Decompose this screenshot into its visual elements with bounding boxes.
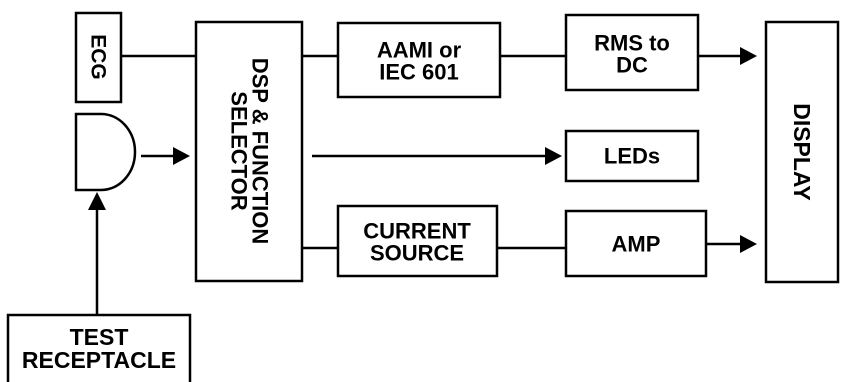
aami-iec601-block: AAMI or IEC 601	[336, 21, 502, 99]
leds-block: LEDs	[564, 129, 700, 183]
rms-to-dc-block: RMS to DC	[564, 13, 700, 92]
amp-label: AMP	[612, 232, 661, 257]
aami-label-line1: AAMI or	[377, 38, 462, 63]
aami-label-line2: IEC 601	[379, 60, 459, 85]
test-label-line1: TEST	[70, 324, 129, 350]
dsp-to-leds-arrowhead	[545, 147, 562, 165]
display-label: DISPLAY	[789, 103, 815, 201]
ecg-label: ECG	[87, 34, 110, 80]
amp-to-display-arrowhead	[740, 235, 757, 253]
ecg-block: ECG	[74, 11, 123, 104]
dsp-function-selector-block: DSP & FUNCTION SELECTOR	[194, 20, 304, 283]
dsp-label-line2: SELECTOR	[227, 91, 252, 211]
rms-to-display-arrowhead	[740, 47, 757, 65]
dsp-label-line1: DSP & FUNCTION	[248, 58, 273, 245]
current-label-line2: SOURCE	[370, 241, 464, 266]
receptacle-socket-icon	[74, 112, 137, 192]
amp-block: AMP	[564, 209, 708, 278]
current-source-block: CURRENT SOURCE	[336, 204, 499, 278]
current-label-line1: CURRENT	[363, 219, 471, 244]
test-to-receptacle-arrowhead	[88, 192, 106, 210]
test-receptacle-block: TEST RECEPTACLE	[6, 313, 192, 382]
connectors	[88, 47, 757, 315]
leds-label: LEDs	[604, 144, 660, 169]
receptacle-to-dsp-arrowhead	[173, 147, 190, 165]
rms-label-line2: DC	[616, 53, 648, 78]
display-block: DISPLAY	[764, 20, 840, 284]
test-label-line2: RECEPTACLE	[22, 347, 176, 373]
rms-label-line1: RMS to	[594, 31, 670, 56]
